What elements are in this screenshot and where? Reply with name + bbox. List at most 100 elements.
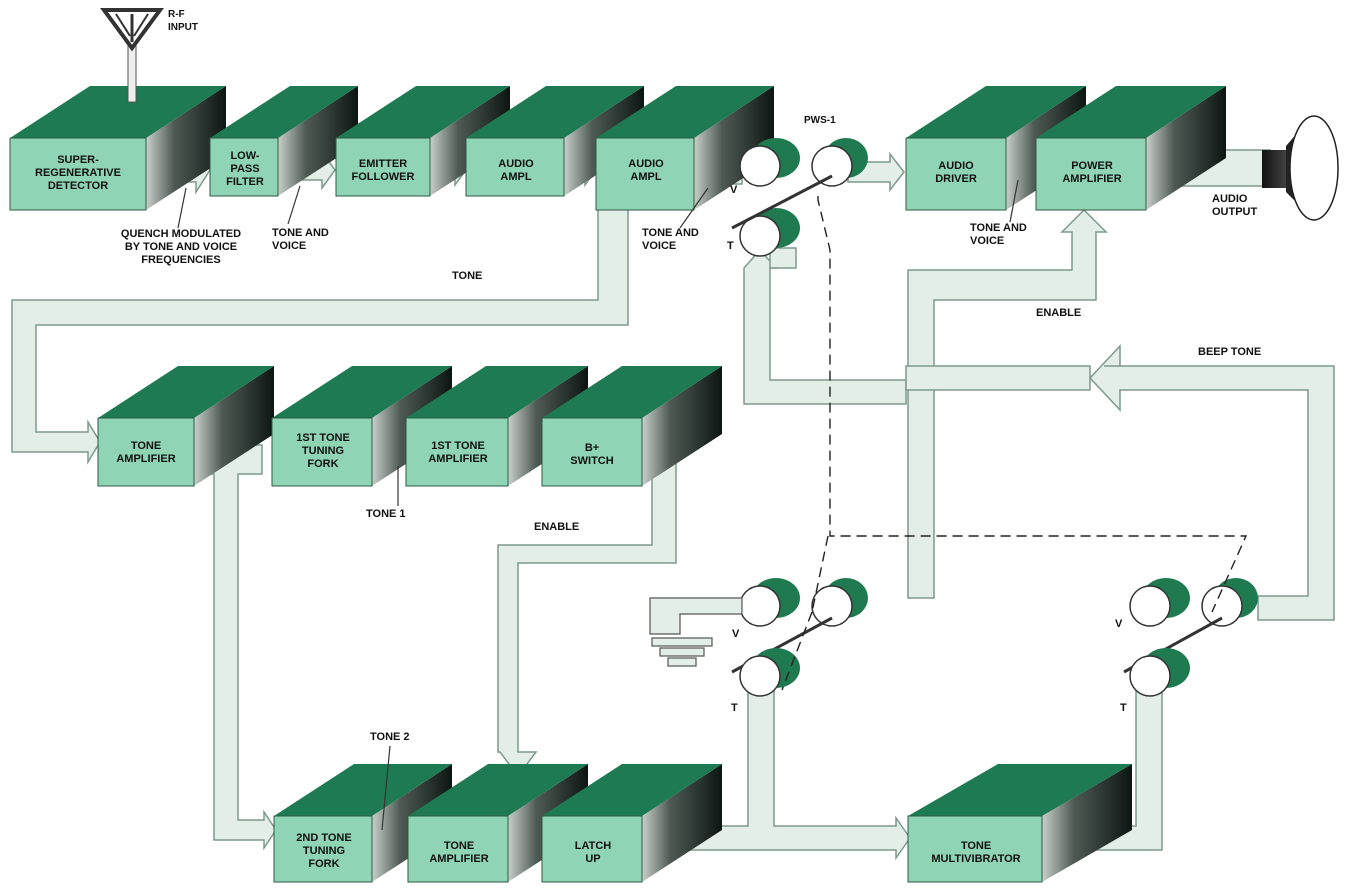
block-front (905, 137, 1007, 211)
block-front (465, 137, 565, 197)
block-front (209, 137, 279, 197)
block-label-2nd-tone-tuning-fork: 2ND TONE TUNING FORK (296, 832, 352, 870)
gang-link (781, 196, 1248, 691)
label-quench: QUENCH MODULATED BY TONE AND VOICE FREQU… (120, 228, 242, 266)
label-rf-input: R-F INPUT (168, 9, 198, 33)
block-top (1036, 86, 1226, 138)
block-side (146, 86, 226, 210)
block-label-1st-tone-amplifier: 1ST TONE AMPLIFIER (428, 440, 488, 465)
leader-tone-2 (381, 745, 391, 831)
block-top (274, 764, 452, 816)
label-tone-voice-1: TONE AND VOICE (272, 227, 329, 252)
switch-v-top (739, 138, 800, 187)
block-side (194, 366, 274, 486)
block-side (642, 366, 722, 486)
block-top (98, 366, 274, 418)
block-label-tone-amplifier-1: TONE AMPLIFIER (116, 440, 176, 465)
switch-t-mid-left (739, 648, 800, 697)
label-tone: TONE (452, 270, 483, 282)
block-label-super-regenerative-detector: SUPER- REGENERATIVE DETECTOR (35, 154, 121, 192)
blocks-layer (9, 86, 1226, 883)
label-tone-1: TONE 1 (366, 508, 406, 520)
block-front (405, 417, 509, 487)
block-top (10, 86, 226, 138)
block-top (542, 764, 722, 816)
block-top (336, 86, 510, 138)
block-side (694, 86, 774, 210)
block-front (595, 137, 695, 211)
block-side (278, 86, 358, 196)
block-label-power-amplifier: POWER AMPLIFIER (1062, 160, 1122, 185)
ground-icon (649, 597, 743, 667)
block-side (642, 764, 722, 882)
block-front (273, 815, 373, 883)
block-label-low-pass-filter: LOW- PASS FILTER (226, 150, 264, 188)
label-t-mid-left: T (731, 702, 738, 714)
switch-t-top (739, 208, 800, 257)
leader-quench (177, 187, 187, 229)
block-front (907, 815, 1043, 883)
label-beep-tone: BEEP TONE (1198, 346, 1262, 358)
block-top (908, 764, 1132, 816)
block-front (1035, 137, 1147, 211)
label-enable-right: ENABLE (1036, 307, 1082, 319)
block-audio-ampl-2 (595, 86, 774, 211)
path-enable-power (907, 208, 1108, 599)
leader-tone-voice-3 (1009, 179, 1019, 223)
switches-layer (649, 138, 1258, 697)
leader-lines (177, 179, 1019, 831)
block-label-latch-up: LATCH UP (574, 840, 612, 865)
block-top (906, 86, 1086, 138)
block-low-pass-filter (209, 86, 358, 197)
block-label-tone-amplifier-2: TONE AMPLIFIER (429, 840, 489, 865)
path-enable (497, 444, 677, 778)
path-beep-return (905, 365, 1091, 391)
leader-tone-voice-2 (679, 187, 709, 229)
block-tone-amplifier-1 (97, 366, 274, 487)
switch-v-mid-left (739, 578, 800, 627)
label-audio-output: AUDIO OUTPUT (1212, 193, 1258, 218)
label-pws-1: PWS-1 (804, 115, 836, 126)
block-label-1st-tone-tuning-fork: 1ST TONE TUNING FORK (296, 432, 350, 470)
label-tone-voice-3: TONE AND VOICE (970, 222, 1027, 247)
label-v-top: V (730, 184, 738, 196)
block-top (210, 86, 358, 138)
label-enable-mid: ENABLE (534, 521, 580, 533)
block-label-emitter-follower: EMITTER FOLLOWER (351, 158, 415, 183)
path-tone-to-fork2 (209, 444, 277, 851)
block-label-audio-ampl-1: AUDIO AMPL (498, 158, 534, 183)
block-top (542, 366, 722, 418)
block-front (541, 417, 643, 487)
block-front (407, 815, 509, 883)
block-power-amplifier (1035, 86, 1226, 211)
antenna-icon (100, 8, 164, 103)
block-top (406, 366, 588, 418)
block-top (408, 764, 588, 816)
label-t-top: T (727, 240, 734, 252)
block-label-audio-driver: AUDIO DRIVER (935, 160, 977, 185)
path-tone-return (11, 199, 629, 465)
block-front (9, 137, 147, 211)
path-beep-tone (1088, 344, 1335, 621)
switch-common-top (731, 138, 868, 230)
label-t-right: T (1120, 702, 1127, 714)
block-super-regenerative-detector (9, 86, 226, 211)
block-top (466, 86, 644, 138)
block-front (541, 815, 643, 883)
block-front (335, 137, 431, 197)
leader-tone-voice-1 (287, 185, 301, 225)
block-b-plus-switch (541, 366, 722, 487)
path-top-t-feed (743, 248, 907, 405)
block-label-b-plus-switch: B+ SWITCH (570, 442, 614, 467)
block-label-tone-multivibrator: TONE MULTIVIBRATOR (931, 840, 1021, 865)
path-t-bridge (769, 247, 797, 269)
block-front (97, 417, 195, 487)
block-latch-up (541, 764, 722, 883)
switch-v-right (1129, 578, 1190, 627)
switch-common-right (1123, 578, 1258, 674)
block-side (1146, 86, 1226, 210)
label-v-mid-left: V (732, 628, 740, 640)
block-side (1042, 764, 1132, 882)
